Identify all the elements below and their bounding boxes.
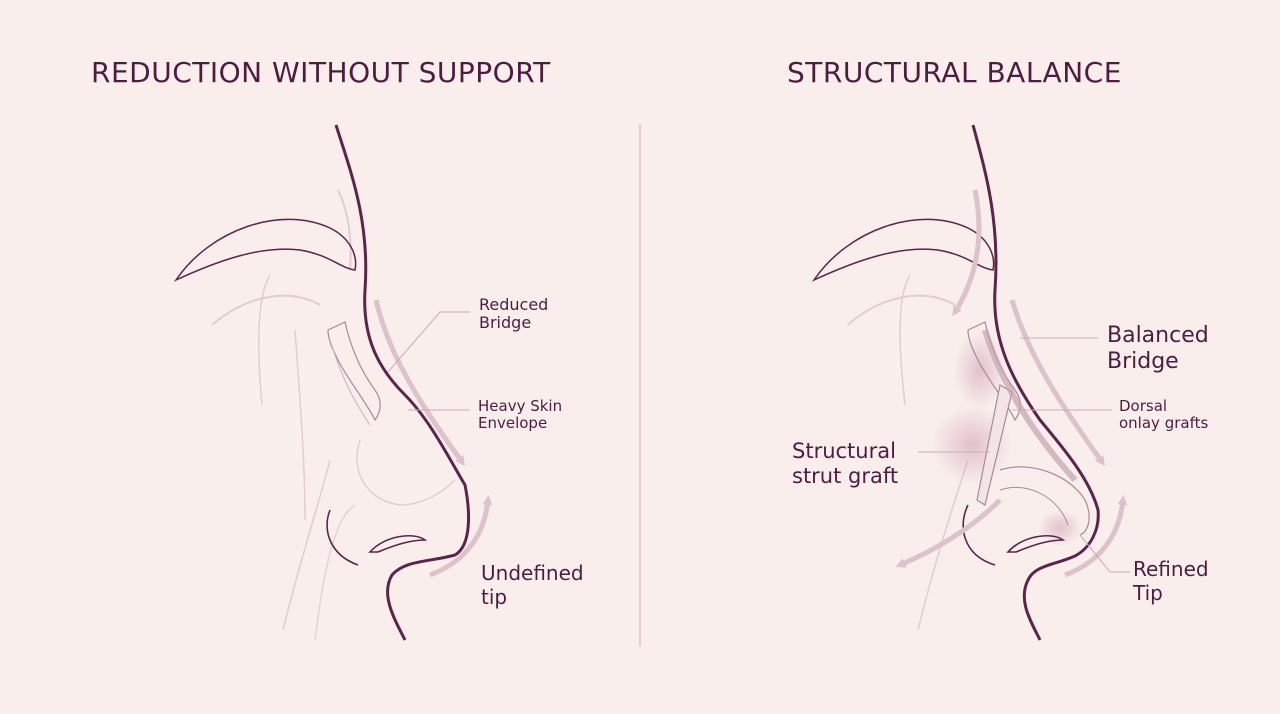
right-down-arrow [952,189,982,317]
left-lip [326,509,359,566]
left-bridge-arrow [373,299,465,467]
right-bridge-arrow [1009,299,1105,467]
left-nostril [368,534,428,553]
left-reduced-bridge-leader [387,311,470,373]
label-structural-strut-graft: Structural strut graft [792,439,899,489]
left-tip-arrow [429,495,493,578]
right-eyebrow [811,218,995,282]
right-nostril [1006,534,1066,553]
label-undefined-tip: Undefined tip [481,561,584,609]
dorsal-graft-band [982,329,1078,483]
right-strut-arrow [895,498,1002,568]
label-refined-tip: Refined Tip [1133,557,1209,605]
left-panel-title: REDUCTION WITHOUT SUPPORT [91,56,551,89]
label-reduced-bridge: Reduced Bridge [479,295,549,333]
label-balanced-bridge: Balanced Bridge [1107,323,1209,375]
left-nose-profile [334,124,470,641]
left-face-sketch [211,189,356,641]
refined-tip-leader [1079,534,1130,573]
right-lip [962,504,996,566]
left-nasal-bone [327,321,381,422]
left-eyebrow [173,218,357,282]
label-heavy-skin-envelope: Heavy Skin Envelope [478,397,563,433]
right-tip-arrow [1064,495,1128,578]
right-panel-title: STRUCTURAL BALANCE [787,56,1122,89]
panel-divider [639,124,641,646]
right-nose-profile [971,124,1100,641]
label-dorsal-onlay-grafts: Dorsal onlay grafts [1119,397,1209,433]
